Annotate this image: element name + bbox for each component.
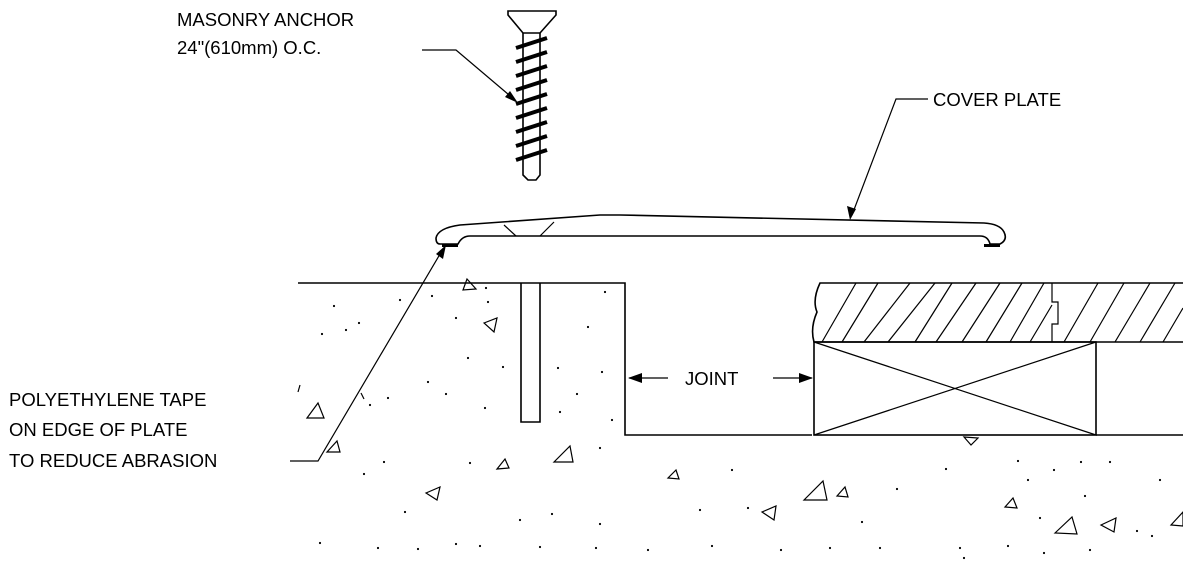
leader-polyethylene-tape (290, 245, 446, 462)
tape-label-line1: POLYETHYLENE TAPE (9, 389, 206, 410)
wood-flooring (811, 282, 1183, 343)
joint-dimension-arrows (628, 373, 813, 383)
leader-cover-plate (847, 98, 928, 220)
tape-label-line3: TO REDUCE ABRASION (9, 450, 217, 471)
masonry-anchor-screw (507, 10, 557, 181)
anchor-hole (520, 283, 541, 423)
tape-label-line2: ON EDGE OF PLATE (9, 419, 188, 440)
sleeper-block (813, 341, 1097, 436)
joint-label: JOINT (685, 368, 738, 389)
anchor-label-line1: MASONRY ANCHOR (177, 9, 354, 30)
leader-anchor (422, 49, 518, 103)
concrete-slab (298, 282, 1183, 436)
concrete-aggregate (297, 277, 1183, 560)
cover-plate-label: COVER PLATE (933, 89, 1061, 110)
cover-plate (435, 214, 1007, 247)
anchor-label-line2: 24"(610mm) O.C. (177, 37, 321, 58)
